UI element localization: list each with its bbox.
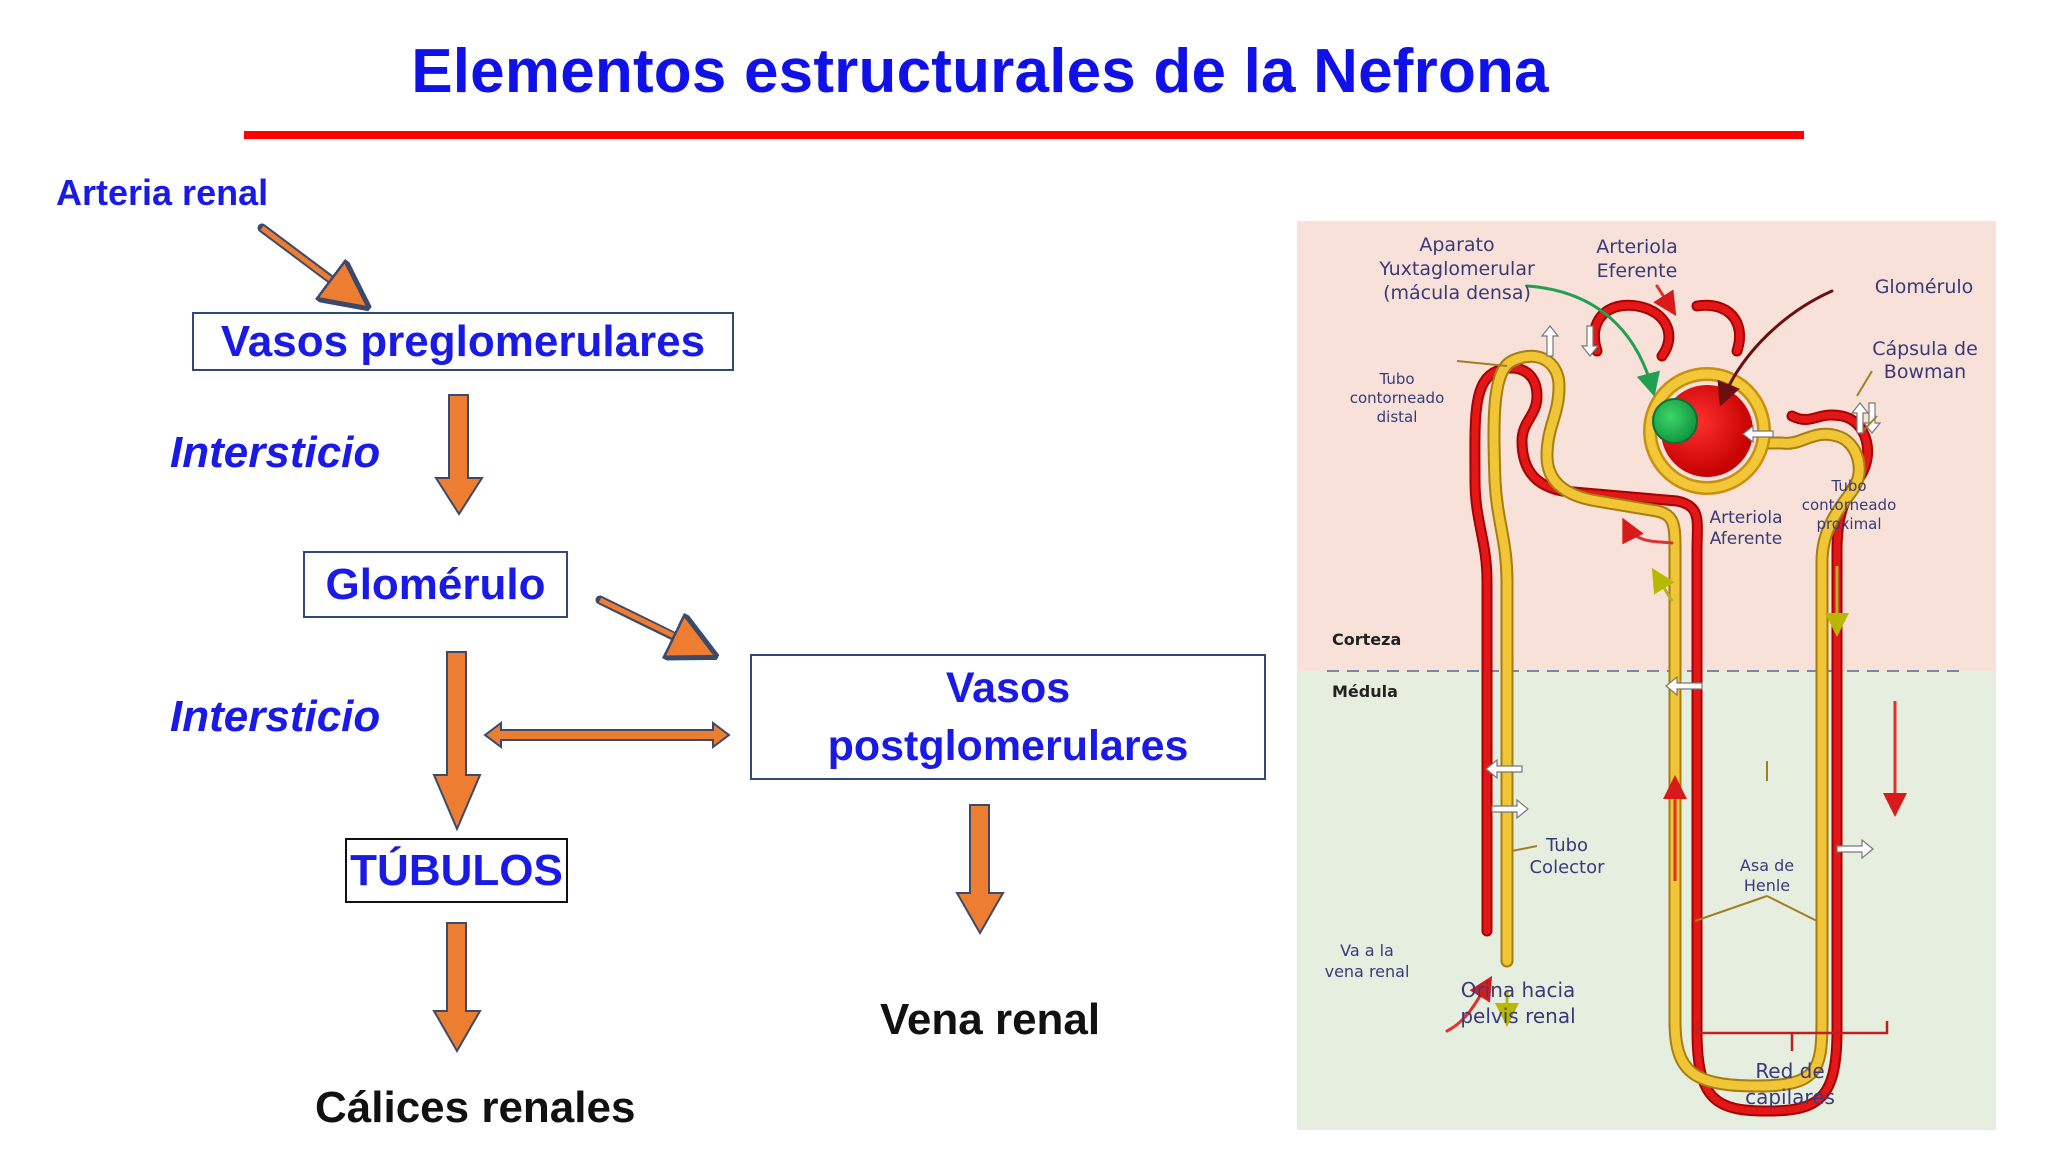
tubo-distal-label-2: contorneado (1350, 389, 1445, 407)
va-vena-label-2: vena renal (1325, 962, 1410, 981)
tubulos-label: TÚBULOS (350, 845, 563, 895)
vasos-preglomerulares-label: Vasos preglomerulares (220, 316, 706, 366)
arteriola-aferente-label-1: Arteriola (1710, 508, 1783, 528)
arteriola-eferente-label-2: Eferente (1597, 260, 1678, 282)
glomerulo-box: Glomérulo (303, 551, 568, 618)
tubo-colector-label-1: Tubo (1545, 835, 1588, 856)
tubo-distal-label-1: Tubo (1378, 370, 1414, 388)
tubo-distal-label-3: distal (1377, 408, 1418, 426)
glomerulo-label: Glomérulo (325, 559, 546, 609)
arrow-down-3 (432, 922, 482, 1054)
capillary-bracket (1695, 1021, 1889, 1051)
tubo-proximal-label-1: Tubo (1830, 477, 1866, 495)
medula-label: Médula (1332, 682, 1398, 701)
vasos-postglomerulares-box: Vasos postglomerulares (750, 654, 1266, 780)
title-underline (244, 131, 1804, 139)
tubo-colector-label-2: Colector (1529, 857, 1605, 878)
macula-densa (1652, 398, 1698, 444)
asa-henle-label-2: Henle (1744, 876, 1790, 895)
aparato-label-2: Yuxtaglomerular (1378, 258, 1535, 280)
page-title: Elementos estructurales de la Nefrona (411, 37, 1549, 106)
orina-label-1: Orina hacia (1461, 978, 1576, 1002)
arrow-down-4 (955, 804, 1005, 936)
flow-arrows (257, 223, 1005, 1054)
aparato-label-3: (mácula densa) (1383, 282, 1531, 304)
red-capilares-label-1: Red de (1755, 1059, 1824, 1083)
va-vena-label-1: Va a la (1340, 941, 1394, 960)
tubulos-box: TÚBULOS (345, 838, 568, 903)
medulla-background (1297, 671, 1996, 1130)
intersticio-label-2: Intersticio (170, 692, 381, 741)
tubo-proximal-label-3: proximal (1816, 515, 1881, 533)
transport-arrows (1485, 325, 1882, 860)
capsula-label-2: Bowman (1884, 361, 1966, 383)
calices-renales-label: Cálices renales (315, 1083, 636, 1132)
red-capilares-label-2: capilares (1745, 1085, 1835, 1109)
arteria-renal-label: Arteria renal (56, 172, 269, 213)
double-arrow (483, 721, 731, 749)
corteza-label: Corteza (1332, 630, 1401, 649)
glomerulo-illustration-label: Glomérulo (1875, 276, 1974, 298)
arteriola-aferente-label-2: Aferente (1710, 529, 1782, 549)
capsula-label-1: Cápsula de (1872, 338, 1978, 360)
orina-label-2: pelvis renal (1460, 1004, 1575, 1028)
tubo-proximal-label-2: contorneado (1802, 496, 1897, 514)
vasos-postglomerulares-line2: postglomerulares (827, 722, 1189, 770)
arteriola-eferente-label-1: Arteriola (1596, 236, 1678, 258)
arrow-down-1 (434, 394, 484, 516)
vasos-preglomerulares-box: Vasos preglomerulares (192, 312, 734, 371)
vasos-postglomerulares-line1: Vasos (945, 664, 1071, 712)
vena-renal-label: Vena renal (880, 995, 1101, 1044)
nephron-illustration: Aparato Yuxtaglomerular (mácula densa) A… (1297, 221, 1996, 1130)
aparato-label-1: Aparato (1419, 234, 1494, 256)
arrow-down-2 (432, 651, 482, 832)
intersticio-label-1: Intersticio (170, 428, 381, 477)
asa-henle-label-1: Asa de (1740, 856, 1794, 875)
